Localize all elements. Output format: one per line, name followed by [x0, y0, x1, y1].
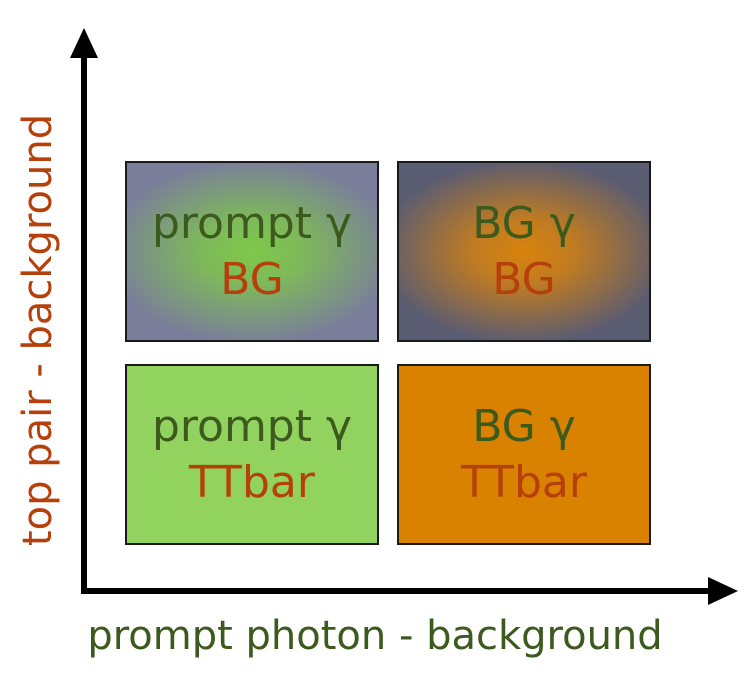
cell-prompt-gamma-ttbar: prompt γ TTbar — [125, 364, 379, 545]
cell-line-gamma: BG γ — [472, 400, 576, 452]
y-axis-arrowhead — [70, 28, 98, 58]
cell-line-gamma: prompt γ — [151, 197, 353, 249]
cell-line-category: TTbar — [189, 456, 315, 508]
y-axis-label: top pair - background — [15, 113, 61, 547]
cell-line-category: TTbar — [461, 456, 587, 508]
cell-line-category: BG — [220, 253, 284, 305]
cell-line-gamma: prompt γ — [151, 400, 353, 452]
cell-line-category: BG — [492, 253, 556, 305]
cell-bg-gamma-ttbar: BG γ TTbar — [397, 364, 651, 545]
x-axis-label: prompt photon - background — [87, 613, 663, 659]
x-axis-arrowhead — [708, 577, 738, 605]
cell-prompt-gamma-bg: prompt γ BG — [125, 161, 379, 342]
cell-bg-gamma-bg: BG γ BG — [397, 161, 651, 342]
cell-line-gamma: BG γ — [472, 197, 576, 249]
